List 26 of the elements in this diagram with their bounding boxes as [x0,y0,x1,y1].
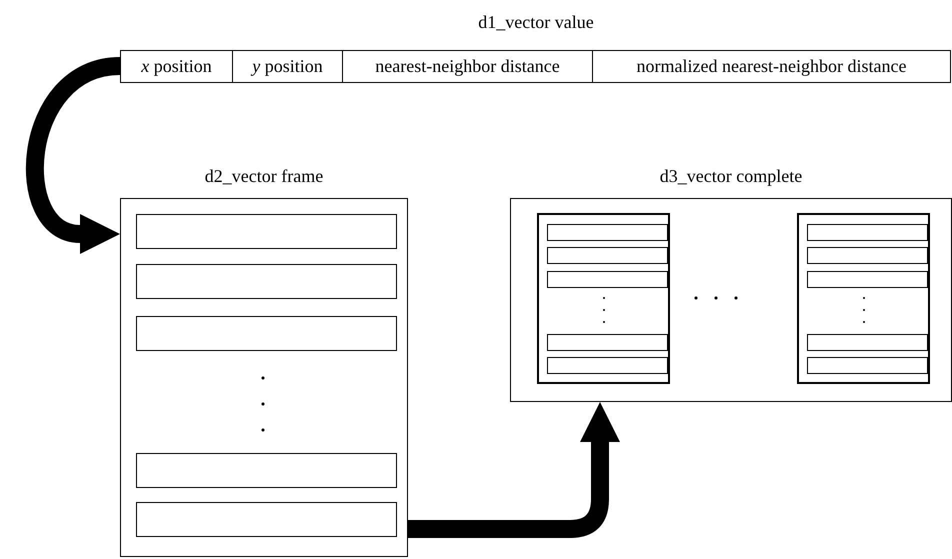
frame-title: d2_vector frame [204,166,324,187]
record-box [136,502,397,537]
sub-frame-box [537,213,670,384]
record-box [136,214,397,249]
table-cell: nearest-neighbor distance [342,50,593,83]
record-box [136,316,397,351]
record-box [547,224,668,241]
record-box [807,224,928,241]
record-box [547,271,668,288]
arrow [26,57,122,254]
record-box [136,453,397,488]
record-box [807,334,928,351]
record-box [547,357,668,374]
record-box [547,247,668,264]
frame-title: d3_vector complete [660,166,802,187]
table-cell: normalized nearest-neighbor distance [592,50,951,83]
table-cell: x position [120,50,233,83]
record-box [136,264,397,299]
record-box [807,357,928,374]
sub-frame-box [797,213,930,384]
record-box [547,334,668,351]
record-box [807,271,928,288]
frame-title: d1_vector value [478,12,594,33]
table-cell: y position [232,50,343,83]
arrow [407,402,620,538]
record-box [807,247,928,264]
